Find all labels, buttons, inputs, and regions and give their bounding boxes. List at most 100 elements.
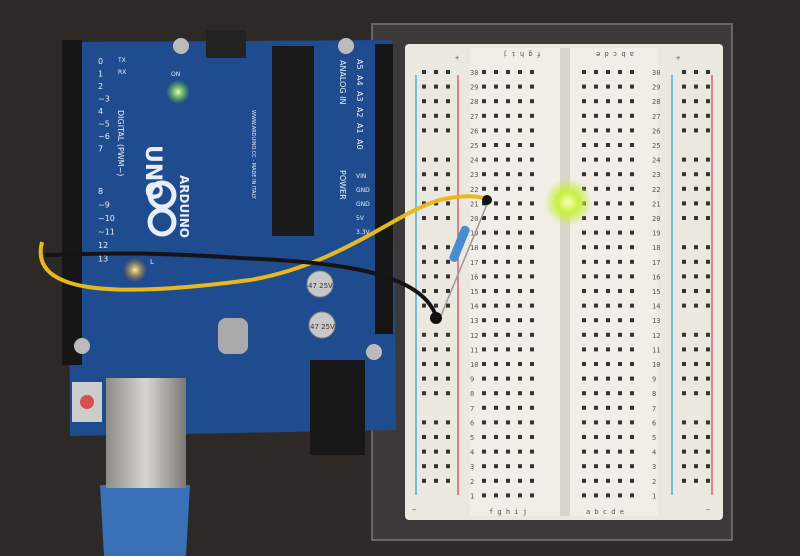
breadboard-hole xyxy=(630,347,634,352)
breadboard-hole xyxy=(494,435,498,439)
rail-hole xyxy=(694,201,698,206)
breadboard-hole xyxy=(630,186,634,191)
rail-hole xyxy=(682,113,686,118)
breadboard-hole xyxy=(518,303,522,308)
breadboard-hole xyxy=(482,289,486,293)
breadboard-hole xyxy=(594,435,598,439)
breadboard-hole xyxy=(530,245,534,250)
rail-hole xyxy=(682,332,686,337)
breadboard-hole xyxy=(582,113,586,118)
analog-power-header xyxy=(375,44,393,334)
breadboard-hole xyxy=(482,478,486,483)
breadboard-hole xyxy=(506,84,510,89)
rail-hole xyxy=(706,420,710,425)
rail-hole xyxy=(682,464,686,469)
rail-hole xyxy=(446,259,450,264)
power-pin-label: GND xyxy=(356,201,370,208)
rail-hole xyxy=(706,99,710,104)
breadboard-hole xyxy=(630,332,634,337)
breadboard-hole xyxy=(494,405,498,410)
rail-hole xyxy=(706,347,710,352)
rail-hole xyxy=(694,478,698,483)
rail-hole xyxy=(422,128,426,133)
breadboard-hole xyxy=(506,157,510,162)
row-number: 14 xyxy=(470,303,478,311)
power-pin-label: 3.3V xyxy=(356,229,371,236)
breadboard-hole xyxy=(530,259,534,264)
breadboard-hole xyxy=(506,332,510,337)
rail-hole xyxy=(682,449,686,454)
breadboard-hole xyxy=(594,143,598,147)
breadboard-hole xyxy=(530,464,534,469)
breadboard-hole xyxy=(618,435,622,439)
breadboard-hole xyxy=(494,347,498,352)
breadboard-hole xyxy=(618,84,622,89)
right-column-letters-bottom: a b c d e xyxy=(586,508,624,516)
breadboard-hole xyxy=(506,143,510,147)
breadboard-hole xyxy=(530,303,534,308)
breadboard-hole xyxy=(482,391,486,396)
digital-pin-label: 0 xyxy=(98,57,103,66)
rail-hole xyxy=(682,391,686,396)
breadboard-hole xyxy=(494,201,498,206)
breadboard-hole xyxy=(582,391,586,396)
rail-hole xyxy=(694,186,698,191)
breadboard-hole xyxy=(530,230,534,235)
breadboard-hole xyxy=(506,464,510,469)
power-pin-label: GND xyxy=(356,187,370,194)
breadboard-hole xyxy=(618,391,622,396)
rail-hole xyxy=(694,113,698,118)
breadboard-hole xyxy=(630,274,634,279)
rail-hole xyxy=(694,376,698,381)
breadboard-hole xyxy=(582,289,586,293)
digital-pin-label: ~3 xyxy=(98,95,110,104)
breadboard-hole xyxy=(482,157,486,162)
breadboard-hole xyxy=(494,362,498,366)
breadboard-hole xyxy=(606,303,610,308)
breadboard-hole xyxy=(530,449,534,454)
rail-hole xyxy=(706,391,710,396)
rail-hole xyxy=(422,464,426,469)
row-number: 27 xyxy=(652,113,660,121)
digital-pin-label: ~5 xyxy=(98,120,110,129)
breadboard-hole xyxy=(606,318,610,323)
breadboard-hole xyxy=(594,84,598,89)
rail-hole xyxy=(422,201,426,206)
breadboard-hole xyxy=(618,420,622,425)
breadboard-hole xyxy=(506,420,510,425)
rail-hole xyxy=(434,216,438,220)
rail-hole xyxy=(422,186,426,191)
rail-hole xyxy=(706,216,710,220)
breadboard-hole xyxy=(606,143,610,147)
row-number: 12 xyxy=(470,332,478,340)
rail-hole xyxy=(446,347,450,352)
breadboard-hole xyxy=(606,376,610,381)
breadboard-hole xyxy=(606,274,610,279)
breadboard-hole xyxy=(530,478,534,483)
rail-hole xyxy=(706,464,710,469)
breadboard-hole xyxy=(518,113,522,118)
breadboard-hole xyxy=(530,332,534,337)
breadboard-hole xyxy=(530,70,534,74)
breadboard-hole xyxy=(530,362,534,366)
row-number: 24 xyxy=(652,157,660,165)
row-number: 5 xyxy=(652,434,656,442)
breadboard-hole xyxy=(530,128,534,133)
row-number: 14 xyxy=(652,303,660,311)
mount-hole xyxy=(74,338,90,354)
rail-hole xyxy=(706,289,710,293)
breadboard-hole xyxy=(618,347,622,352)
breadboard-hole xyxy=(582,376,586,381)
wire-end xyxy=(482,195,492,205)
breadboard-hole xyxy=(606,201,610,206)
breadboard-hole xyxy=(606,186,610,191)
rail-hole xyxy=(694,464,698,469)
breadboard-hole xyxy=(618,405,622,410)
rail-hole xyxy=(446,84,450,89)
rail-hole xyxy=(694,362,698,366)
breadboard-hole xyxy=(594,274,598,279)
breadboard-hole xyxy=(606,493,610,498)
breadboard-hole xyxy=(618,128,622,133)
rail-hole xyxy=(706,303,710,308)
